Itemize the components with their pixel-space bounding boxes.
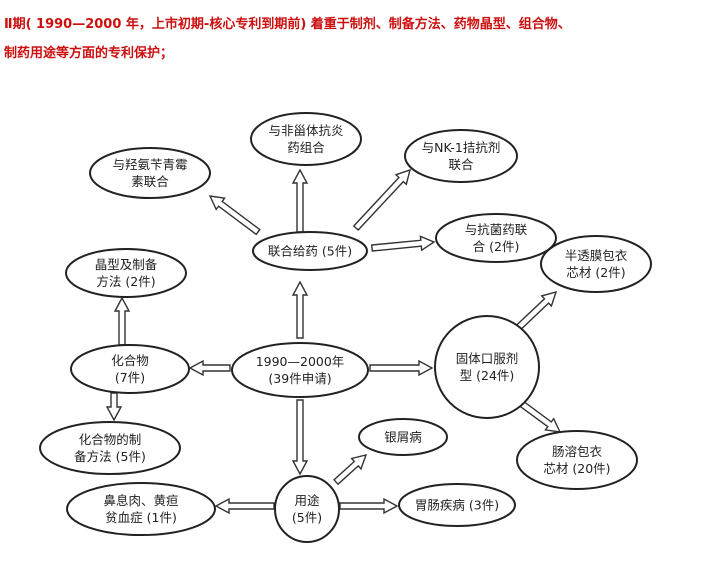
connector-arrow bbox=[291, 280, 309, 339]
node-label: 肠溶包衣 bbox=[552, 444, 603, 459]
node-ellipse bbox=[66, 482, 216, 536]
connector-arrow bbox=[369, 359, 434, 377]
node-ellipse bbox=[404, 129, 518, 183]
node-label: 药组合 bbox=[287, 140, 325, 155]
node-label: 半透膜包衣 bbox=[565, 248, 628, 263]
connector-arrow bbox=[333, 454, 368, 486]
caption-line-1: Ⅱ期( 1990—2000 年，上市初期-核心专利到期前) 着重于制剂、制备方法… bbox=[4, 17, 571, 32]
node-label: 贫血症 (1件) bbox=[105, 510, 177, 525]
node-label: 晶型及制备 bbox=[95, 257, 158, 272]
node-label: 芯材 (20件) bbox=[543, 461, 610, 476]
connector-arrow bbox=[370, 235, 436, 252]
node-label: 联合给药 (5件) bbox=[268, 244, 352, 259]
connector-arrow bbox=[291, 399, 309, 476]
connector-arrow bbox=[339, 497, 399, 515]
node-label: (5件) bbox=[292, 510, 322, 525]
node-ellipse bbox=[39, 421, 181, 475]
node-ellipse bbox=[434, 315, 540, 419]
node-ellipse bbox=[65, 248, 187, 298]
connector-arrow bbox=[519, 400, 562, 433]
node-label: (39件申请) bbox=[268, 371, 331, 386]
node-label: 固体口服剂 bbox=[456, 351, 519, 366]
node-label: 与羟氨苄青霉 bbox=[112, 157, 187, 172]
node-ellipse bbox=[89, 147, 211, 199]
node-center: 1990—2000年 (39件申请) bbox=[231, 342, 369, 398]
node-ellipse bbox=[398, 483, 516, 527]
caption: Ⅱ期( 1990—2000 年，上市初期-核心专利到期前) 着重于制剂、制备方法… bbox=[4, 10, 694, 68]
node-ellipse bbox=[358, 418, 448, 456]
connector-arrow bbox=[214, 497, 275, 515]
node-ellipse bbox=[274, 475, 340, 543]
node-label: 芯材 (2件) bbox=[566, 265, 625, 280]
node-compound: 化合物 (7件) bbox=[70, 344, 190, 394]
node-label: 备方法 (5件) bbox=[74, 449, 146, 464]
connector-arrow bbox=[291, 168, 309, 233]
node-ellipse bbox=[231, 342, 369, 398]
nodes-layer: 1990—2000年(39件申请)联合给药 (5件)与非甾体抗炎药组合与NK-1… bbox=[39, 112, 652, 543]
node-label: 用途 bbox=[294, 493, 320, 508]
arrows-layer bbox=[105, 168, 562, 515]
node-ellipse bbox=[250, 112, 362, 166]
node-label: 合 (2件) bbox=[473, 239, 520, 254]
node-label: 鼻息肉、黄疸 bbox=[103, 493, 178, 508]
node-ellipse bbox=[70, 344, 190, 394]
node-label: 银屑病 bbox=[384, 430, 422, 445]
connector-arrow bbox=[514, 290, 558, 332]
node-label: 胃肠疾病 (3件) bbox=[415, 498, 499, 513]
node-combo: 联合给药 (5件) bbox=[252, 231, 368, 271]
node-gastro: 胃肠疾病 (3件) bbox=[398, 483, 516, 527]
node-ellipse bbox=[252, 231, 368, 271]
node-label: 化合物的制 bbox=[79, 432, 142, 447]
node-label: 素联合 bbox=[131, 174, 169, 189]
node-psoriasis: 银屑病 bbox=[358, 418, 448, 456]
node-label: 方法 (2件) bbox=[96, 274, 155, 289]
node-label: 1990—2000年 bbox=[256, 354, 345, 369]
node-ellipse bbox=[540, 235, 652, 293]
node-use: 用途 (5件) bbox=[274, 475, 340, 543]
node-ellipse bbox=[516, 430, 638, 490]
node-label: 型 (24件) bbox=[460, 368, 515, 383]
node-label: 化合物 bbox=[111, 353, 149, 368]
node-label: 与NK-1拮抗剂 bbox=[422, 140, 501, 155]
connector-arrow bbox=[188, 359, 231, 377]
node-label: 与非甾体抗炎 bbox=[268, 123, 343, 138]
connector-arrow bbox=[105, 392, 123, 422]
caption-line-2: 制药用途等方面的专利保护； bbox=[4, 46, 174, 61]
node-label: (7件) bbox=[115, 370, 145, 385]
node-label: 与抗菌药联 bbox=[465, 222, 528, 237]
node-ellipse bbox=[435, 213, 557, 263]
connector-arrow bbox=[208, 195, 261, 236]
node-label: 联合 bbox=[448, 157, 474, 172]
connector-arrow bbox=[352, 168, 412, 231]
connector-arrow bbox=[113, 296, 131, 346]
